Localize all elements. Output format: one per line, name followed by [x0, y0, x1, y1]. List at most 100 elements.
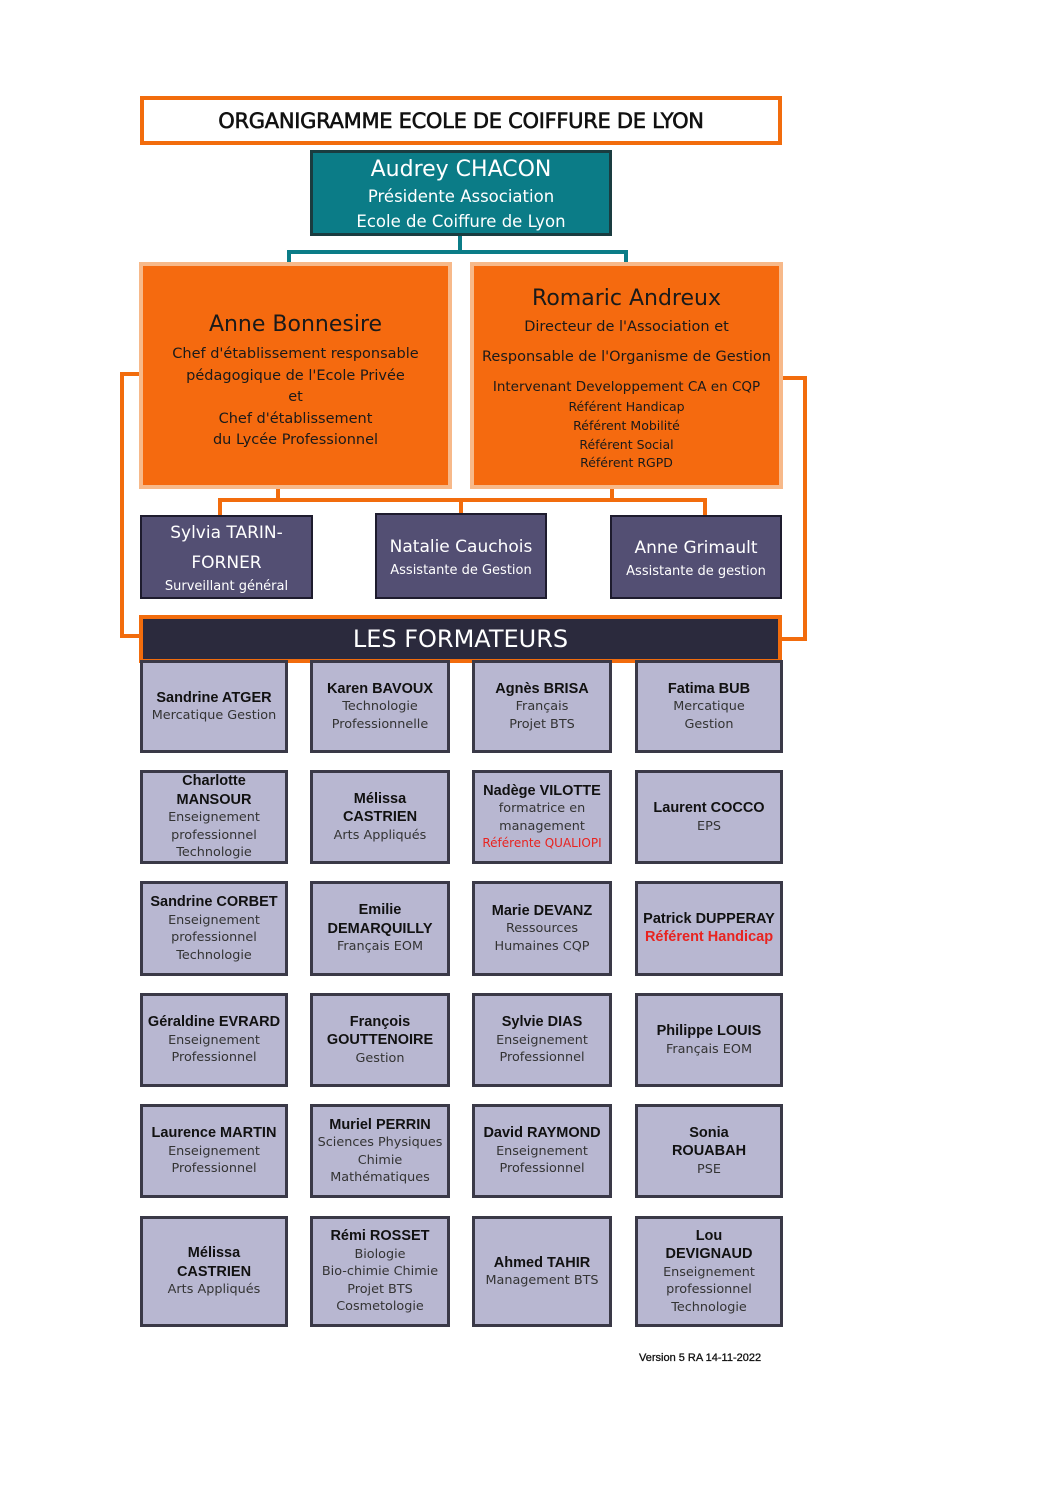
trainer-role: Bio-chimie Chimie	[321, 1264, 439, 1280]
trainer-role: Biologie	[354, 1246, 406, 1262]
trainer-role: Technologie	[342, 699, 418, 715]
trainer-role: Technologie	[671, 1299, 747, 1315]
director-role: et	[288, 389, 303, 406]
trainer-role: Humaines CQP	[494, 938, 590, 954]
staff-box: Anne Grimault Assistante de gestion	[610, 515, 782, 599]
trainer-role: EPS	[697, 818, 721, 834]
trainer-role: Français EOM	[665, 1041, 752, 1057]
trainer-role: professionnel	[666, 1282, 752, 1298]
trainer-role: Enseignement	[663, 1264, 755, 1280]
trainer-card: Laurent COCCO EPS	[635, 770, 783, 864]
director-role: Chef d'établissement responsable	[172, 346, 419, 362]
trainer-role: Technologie	[176, 845, 252, 861]
trainer-role: Professionnel	[499, 1050, 585, 1066]
trainer-name: ROUABAH	[671, 1143, 747, 1160]
formateurs-header: LES FORMATEURS	[139, 615, 782, 663]
trainer-name: Charlotte	[182, 773, 246, 790]
director-role: Responsable de l'Organisme de Gestion	[482, 349, 771, 365]
trainer-name: Agnès BRISA	[495, 680, 589, 697]
director-role: pédagogique de l'Ecole Privée	[186, 367, 405, 384]
trainer-role: Enseignement	[168, 1143, 260, 1159]
trainer-name: David RAYMOND	[483, 1125, 601, 1142]
trainer-role: Enseignement	[168, 1032, 260, 1048]
director-box-andreux: Romaric Andreux Directeur de l'Associati…	[470, 262, 783, 489]
trainer-name: Nadège VILOTTE	[483, 782, 601, 799]
trainer-role: Cosmetologie	[336, 1299, 424, 1315]
staff-name: Sylvia TARIN-	[170, 523, 283, 543]
president-role: Ecole de Coiffure de Lyon	[356, 212, 566, 231]
trainer-name: Mélissa	[187, 1245, 241, 1262]
teal-connector	[287, 236, 462, 266]
trainer-role: Professionnel	[171, 1050, 257, 1066]
trainer-role: Sciences Physiques	[317, 1135, 443, 1150]
trainer-role: Projet BTS	[347, 1281, 413, 1297]
trainer-role: PSE	[697, 1161, 721, 1177]
trainer-name: Marie DEVANZ	[491, 902, 593, 919]
trainer-role: professionnel	[171, 930, 257, 945]
trainer-role: Professionnel	[171, 1161, 257, 1177]
referent-role: Référent RGPD	[580, 455, 673, 471]
president-role: Présidente Association	[367, 187, 555, 206]
trainer-name: Laurent COCCO	[653, 800, 765, 816]
referent-role: Référent Social	[579, 436, 674, 452]
trainer-name: Emilie	[358, 902, 402, 919]
referent-role: Référent Mobilité	[573, 417, 680, 433]
right-bracket	[780, 376, 807, 641]
trainer-name: François	[349, 1013, 411, 1030]
trainer-role: Projet BTS	[509, 716, 575, 732]
trainer-name: Karen BAVOUX	[326, 680, 434, 697]
trainer-name: Rémi ROSSET	[330, 1228, 430, 1245]
director-role: du Lycée Professionnel	[212, 432, 379, 449]
trainer-role: Professionnel	[499, 1161, 585, 1177]
trainer-role: Enseignement	[168, 810, 260, 826]
director-role: Directeur de l'Association et	[524, 319, 729, 335]
trainer-role: Arts Appliqués	[167, 1282, 261, 1298]
trainer-referent-note: Référente QUALIOPI	[482, 836, 602, 851]
staff-name: Natalie Cauchois	[389, 537, 533, 557]
director-name: Anne Bonnesire	[208, 312, 383, 337]
trainer-name: DEMARQUILLY	[327, 920, 433, 937]
staff-role: Assistante de gestion	[626, 564, 766, 579]
trainer-name: GOUTTENOIRE	[326, 1032, 434, 1049]
director-box-bonnesire: Anne Bonnesire Chef d'établissement resp…	[139, 262, 452, 489]
trainer-role: management	[499, 818, 585, 834]
trainer-role: Arts Appliqués	[333, 827, 427, 843]
trainer-role: Enseignement	[168, 912, 260, 928]
trainer-role: Mathématiques	[330, 1170, 430, 1185]
staff-role: Surveillant général	[164, 579, 289, 594]
referent-role: Référent Handicap	[568, 399, 685, 414]
staff-role: Assistante de Gestion	[390, 563, 532, 578]
trainer-role: Professionnelle	[331, 716, 429, 732]
staff-name: Anne Grimault	[634, 538, 758, 558]
trainer-role: Français EOM	[336, 939, 423, 955]
trainer-role: professionnel	[171, 827, 257, 843]
trainer-name: Sonia	[689, 1124, 729, 1141]
trainer-role: Technologie	[176, 947, 252, 963]
page-title: ORGANIGRAMME ECOLE DE COIFFURE DE LYON	[140, 96, 782, 145]
trainer-role: Gestion	[355, 1050, 405, 1066]
trainer-name: Fatima BUB	[667, 680, 751, 697]
trainer-name: DEVIGNAUD	[665, 1246, 753, 1263]
trainer-role: Ressources	[505, 921, 579, 937]
trainer-role: Gestion	[684, 716, 734, 732]
trainer-name: Lou	[695, 1227, 723, 1244]
